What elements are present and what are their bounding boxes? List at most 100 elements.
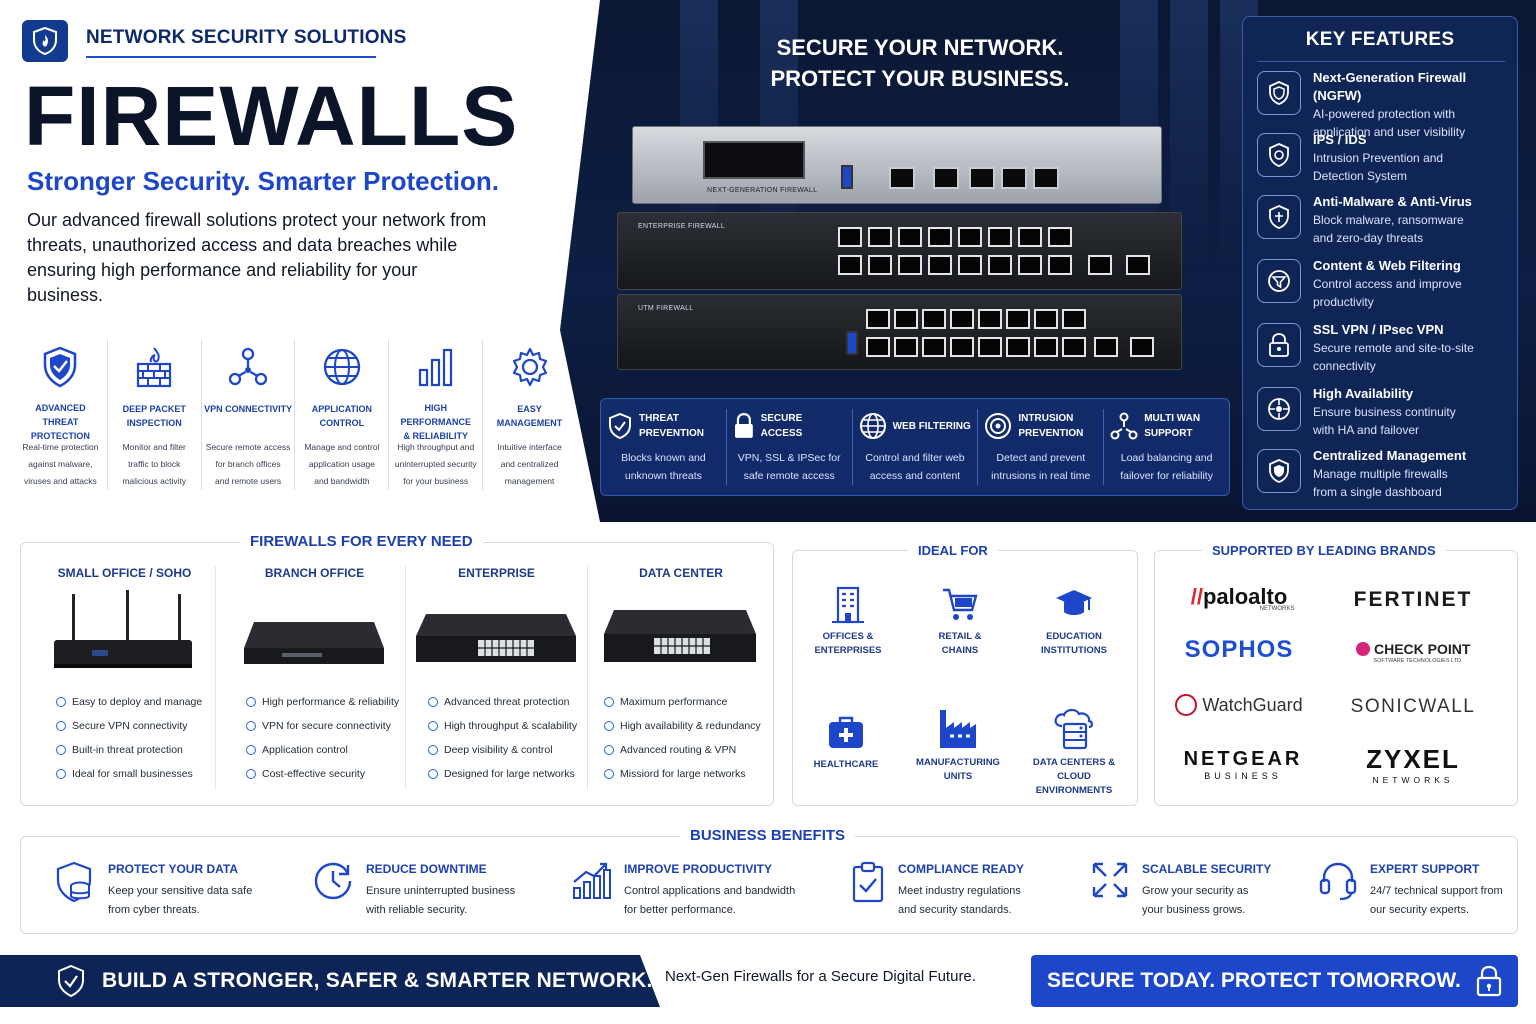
ideal-item: RETAIL &CHAINS [906, 584, 1014, 658]
target-icon [985, 413, 1012, 439]
lock-icon [1476, 965, 1501, 997]
ideal-for-title: IDEAL FOR [908, 543, 998, 558]
firewall-device-enterprise: ENTERPRISE FIREWALL [617, 212, 1182, 290]
shield-icon [1269, 205, 1289, 229]
ideal-item: HEALTHCARE [792, 712, 900, 772]
shield-icon [1269, 459, 1289, 483]
bar-chart-icon [418, 348, 452, 386]
growth-chart-icon [573, 862, 611, 899]
benefits-title: BUSINESS BENEFITS [680, 827, 856, 844]
brick-wall-fire-icon [137, 347, 172, 388]
brand-title: NETWORK SECURITY SOLUTIONS [86, 27, 407, 48]
brands-section [1154, 550, 1518, 806]
datacenter-firewall-image [604, 610, 756, 662]
intro-text: Our advanced firewall solutions protect … [27, 210, 487, 305]
every-need-title: FIREWALLS FOR EVERY NEED [240, 533, 483, 550]
brand-netgear: NETGEAR BUSINESS [1183, 748, 1303, 781]
footer-banner-right: SECURE TODAY. PROTECT TOMORROW. [1031, 955, 1518, 1007]
page-title: FIREWALLS [24, 69, 519, 163]
firewall-device-ngfw: NEXT-GENERATION FIREWALL [632, 126, 1162, 204]
footer-cta: SECURE TODAY. PROTECT TOMORROW. [1047, 969, 1461, 992]
network-nodes-icon [228, 347, 268, 386]
need-column: DATA CENTER Maximum performance High ava… [590, 566, 772, 790]
tagline: Stronger Security. Smarter Protection. [27, 166, 499, 196]
graduation-cap-icon [1056, 590, 1092, 615]
medical-bag-icon [829, 716, 863, 748]
enterprise-firewall-image [416, 614, 576, 662]
shield-check-icon [44, 346, 77, 387]
need-column: BRANCH OFFICE High performance & reliabi… [224, 566, 406, 790]
globe-icon [323, 348, 361, 386]
need-column: ENTERPRISE Advanced threat protection Hi… [406, 566, 588, 790]
expand-arrows-icon [1092, 862, 1128, 898]
shield-target-icon [1269, 143, 1289, 167]
clock-icon [314, 862, 352, 900]
brand-underline [86, 56, 376, 58]
shield-icon [1269, 81, 1289, 105]
brand-sonicwall: SONICWALL [1350, 696, 1476, 717]
key-features-title: KEY FEATURES [1305, 29, 1455, 50]
gear-icon [512, 347, 547, 387]
footer-subline: Next-Gen Firewalls for a Secure Digital … [665, 968, 976, 985]
feature-item: HIGH PERFORMANCE& RELIABILITY High throu… [389, 340, 484, 490]
cloud-server-icon [1054, 708, 1094, 750]
hero-headline: SECURE YOUR NETWORK.PROTECT YOUR BUSINES… [770, 35, 1070, 91]
branch-firewall-image [244, 622, 384, 664]
globe-icon [859, 413, 886, 439]
brand-checkpoint: CHECK POINT SOFTWARE TECHNOLOGIES LTD. [1338, 640, 1488, 664]
benefits-section [20, 836, 1518, 934]
clipboard-check-icon [852, 861, 884, 903]
brand-sophos: SOPHOS [1184, 636, 1294, 663]
footer-banner-left: BUILD A STRONGER, SAFER & SMARTER NETWOR… [0, 955, 660, 1007]
brand-fortinet: FERTINET [1353, 588, 1473, 611]
brand-paloalto: //paloalto NETWORKS [1190, 584, 1295, 612]
key-features-panel: KEY FEATURES Next-Generation Firewall (N… [1242, 16, 1518, 510]
router-image [54, 590, 192, 668]
headset-icon [1319, 862, 1357, 901]
shield-flame-icon [33, 26, 57, 56]
brands-title: SUPPORTED BY LEADING BRANDS [1202, 543, 1446, 558]
building-icon [832, 586, 864, 624]
brand-watchguard: WatchGuard [1164, 694, 1314, 717]
factory-icon [940, 710, 976, 748]
brand-logo [22, 20, 68, 62]
footer-slogan: BUILD A STRONGER, SAFER & SMARTER NETWOR… [102, 969, 653, 992]
ideal-item: DATA CENTERS &CLOUD ENVIRONMENTS [1020, 706, 1128, 798]
lock-icon [734, 413, 753, 438]
shield-check-icon [609, 412, 631, 440]
brand-zyxel: ZYXEL NETWORKS [1366, 744, 1460, 785]
ideal-item: OFFICES &ENTERPRISES [794, 584, 902, 658]
availability-icon [1268, 398, 1290, 420]
cart-icon [943, 588, 978, 620]
network-nodes-icon [1110, 412, 1138, 440]
firewall-device-utm: UTM FIREWALL [617, 294, 1182, 370]
key-feature-item: Next-Generation Firewall (NGFW)AI-powere… [1257, 69, 1513, 141]
shield-check-icon [58, 964, 84, 998]
need-column: SMALL OFFICE / SOHO Easy to deploy and m… [34, 566, 216, 790]
